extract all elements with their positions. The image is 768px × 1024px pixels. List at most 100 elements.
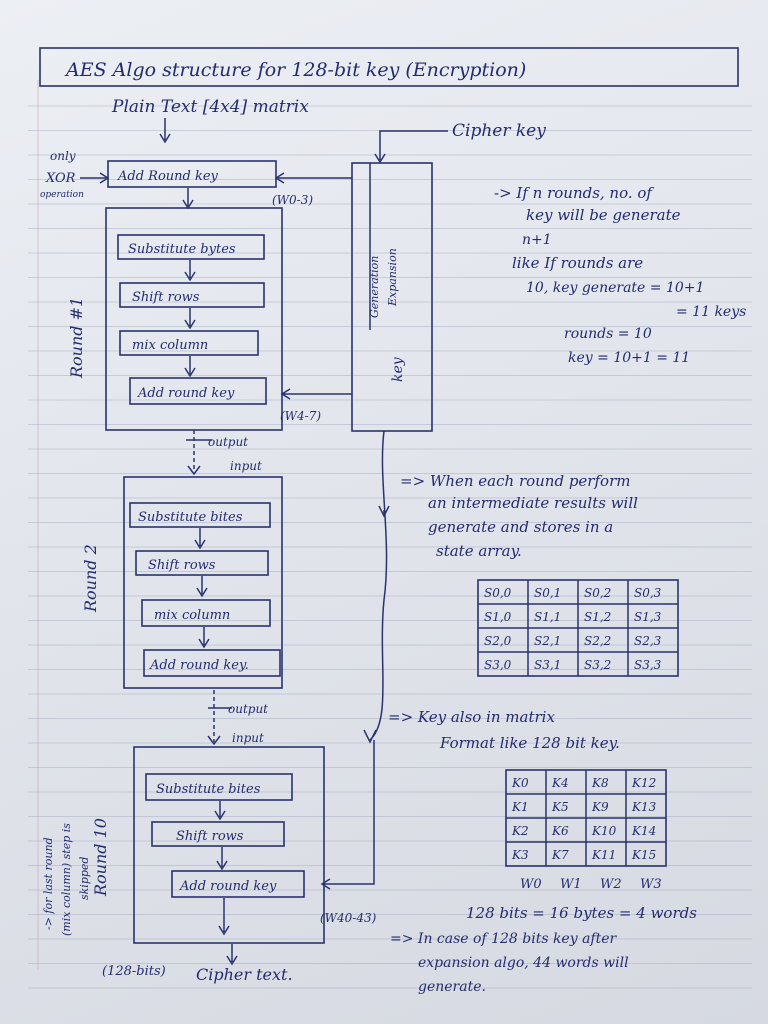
key-matrix-cell: K8 (591, 776, 609, 790)
cipher-key-label: Cipher key (452, 121, 546, 141)
round2-input-arrow (187, 465, 201, 476)
key-matrix-cell: K14 (631, 824, 656, 838)
round1-arrow-3 (184, 356, 196, 378)
round1-mix-box (119, 330, 259, 356)
key-note-line2: Format like 128 bit key. (439, 734, 620, 752)
round10-substitute-box (145, 773, 293, 801)
initial-add-round-key-box (107, 160, 277, 188)
state-array-cell: S0,0 (484, 586, 512, 600)
round1-substitute-box (117, 234, 265, 260)
cipher-text-arrow (226, 944, 238, 966)
state-array-cell: S2,3 (634, 634, 662, 648)
round1-output-label: output (208, 435, 248, 449)
key-matrix-cell: K7 (551, 848, 569, 862)
rounds-note-line8: key = 10+1 = 11 (568, 350, 690, 366)
key-flow-arrowhead (378, 505, 390, 518)
state-array-cell: S3,1 (534, 658, 561, 672)
round10-shift-box (151, 821, 285, 847)
key-matrix-cell: K11 (591, 848, 616, 862)
rounds-note-line7: rounds = 10 (564, 326, 652, 342)
key-generation-label: Generation (368, 256, 381, 318)
round10-words-label: (W40-43) (320, 911, 377, 925)
page-title: AES Algo structure for 128-bit key (Encr… (64, 59, 526, 81)
word-label: W0 (520, 877, 542, 892)
plain-text-arrow (159, 118, 171, 144)
round1-add-key-box (129, 377, 267, 405)
key-matrix-cell: K12 (631, 776, 656, 790)
round10-note-line2: (mix column) step is (60, 823, 73, 936)
state-array-cell: S2,0 (484, 634, 512, 648)
round10-arrow-1 (214, 801, 226, 821)
rounds-note-line5: 10, key generate = 10+1 (526, 280, 704, 296)
round2-arrow-2 (196, 576, 208, 598)
round10-input-arrow (207, 735, 221, 746)
round2-label: Round 2 (81, 544, 100, 613)
xor-note-xor: XOR (45, 171, 76, 186)
round1-substitute-label: Substitute bytes (128, 242, 236, 257)
round2-mix-label: mix column (154, 608, 230, 623)
state-array-cell: S3,0 (484, 658, 512, 672)
round10-substitute-label: Substitute bites (156, 782, 261, 797)
round10-add-key-box (171, 870, 305, 898)
round2-box (123, 476, 283, 689)
expansion-note-line2: expansion algo, 44 words will (418, 955, 629, 971)
initial-add-round-key-label: Add Round key (117, 169, 219, 184)
state-note-line3: generate and stores in a (428, 518, 613, 536)
key-expansion-box (351, 162, 433, 432)
key-matrix-cell: K6 (551, 824, 569, 838)
w4-7-arrow (280, 388, 352, 400)
key-label: key (390, 356, 406, 382)
key-matrix-cell: K10 (591, 824, 617, 838)
state-array-cell: S0,3 (634, 586, 662, 600)
xor-note-only: only (50, 149, 76, 163)
round10-arrow-3 (218, 898, 230, 936)
title-box (39, 47, 739, 87)
round10-arrow-2 (216, 847, 228, 871)
key-matrix-cell: K4 (551, 776, 569, 790)
initial-words-label: (W0-3) (272, 193, 313, 207)
round10-input-label: input (232, 731, 264, 745)
state-note-line4: state array. (436, 542, 522, 560)
round10-shift-label: Shift rows (176, 829, 244, 844)
round1-label: Round #1 (67, 297, 86, 379)
key-matrix-cell: K5 (551, 800, 569, 814)
round2-substitute-box (129, 502, 271, 528)
key-note-line1: => Key also in matrix (388, 708, 555, 726)
key-matrix-cell: K13 (631, 800, 657, 814)
round2-input-label: input (230, 459, 262, 473)
round2-mix-box (141, 599, 271, 627)
state-array-cell: S3,3 (634, 658, 662, 672)
w40-43-arrow (320, 740, 375, 890)
round2-shift-box (135, 550, 269, 576)
round1-add-key-label: Add round key (137, 386, 235, 401)
round1-arrow-1 (184, 260, 196, 282)
rounds-note-line1: -> If n rounds, no. of (494, 184, 654, 202)
state-array-cell: S3,2 (584, 658, 611, 672)
xor-note-operation: operation (40, 190, 84, 200)
round2-add-key-box (143, 649, 281, 677)
key-flow-line (363, 430, 388, 744)
round2-output-label: output (228, 702, 268, 716)
round10-add-key-label: Add round key (179, 879, 277, 894)
xor-arrow (80, 172, 110, 184)
state-note-line2: an intermediate results will (428, 494, 638, 512)
plain-text-label: Plain Text [4x4] matrix (111, 97, 309, 117)
state-note-line1: => When each round perform (400, 472, 630, 490)
bits-note: 128 bits = 16 bytes = 4 words (466, 904, 697, 922)
round2-arrow-1 (194, 528, 206, 550)
state-array-cell: S2,1 (534, 634, 561, 648)
key-matrix-cell: K9 (591, 800, 609, 814)
state-array-cell: S1,1 (534, 610, 561, 624)
round2-add-key-label: Add round key. (149, 658, 249, 673)
round1-words-label: (W4-7) (280, 409, 321, 423)
rounds-note-line6: = 11 keys (676, 304, 746, 320)
initial-to-round1-arrow (182, 188, 194, 210)
expansion-note-line1: => In case of 128 bits key after (390, 931, 618, 947)
w0-3-arrow (274, 172, 352, 184)
state-array-cell: S1,2 (584, 610, 611, 624)
cipher-key-arrow (374, 130, 448, 164)
state-array-cell: S1,0 (484, 610, 512, 624)
